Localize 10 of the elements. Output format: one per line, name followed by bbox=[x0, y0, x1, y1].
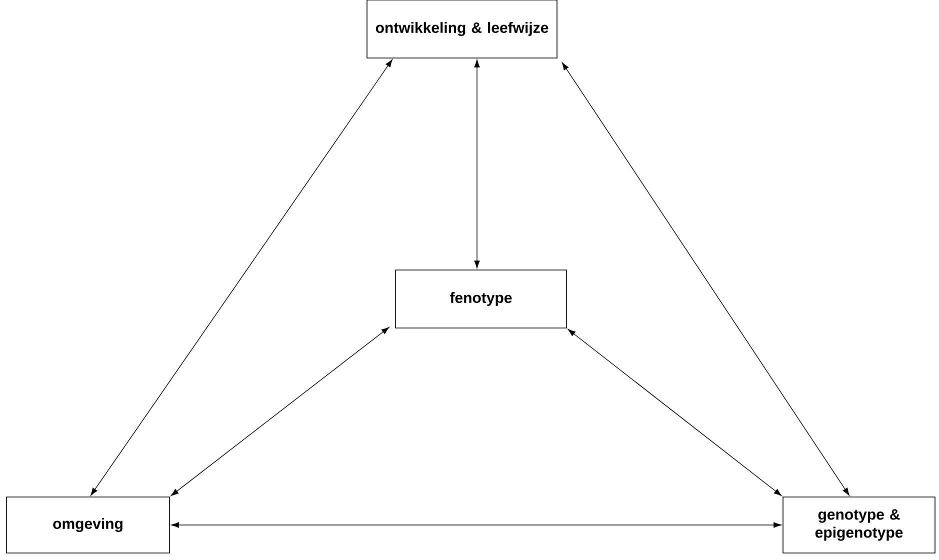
process-box: omgeving bbox=[6, 496, 170, 554]
process-box: ontwikkeling & leefwijze bbox=[366, 0, 558, 58]
process-box: genotype & epigenotype bbox=[782, 496, 936, 554]
arrow bbox=[171, 522, 782, 528]
arrow bbox=[474, 60, 480, 268]
arrow bbox=[170, 327, 390, 496]
arrow bbox=[90, 59, 392, 496]
arrow bbox=[568, 329, 782, 496]
process-box: fenotype bbox=[395, 270, 567, 328]
arrow bbox=[562, 62, 850, 496]
